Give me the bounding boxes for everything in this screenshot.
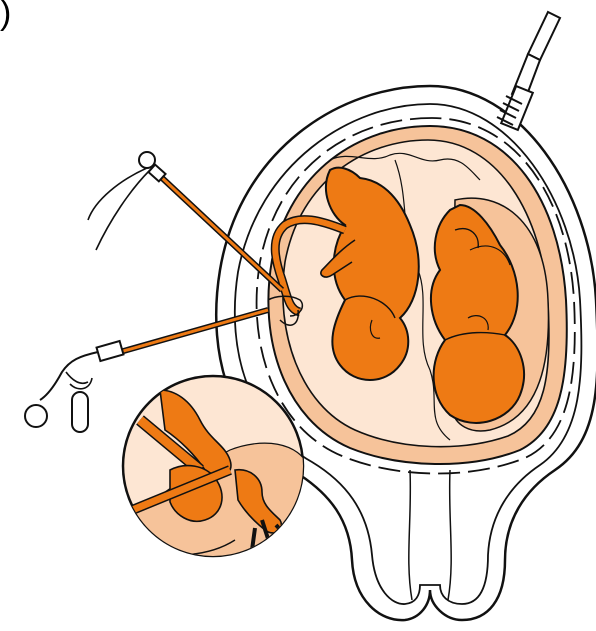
cannula-icon xyxy=(497,12,560,130)
panel-label: ) xyxy=(0,0,11,30)
